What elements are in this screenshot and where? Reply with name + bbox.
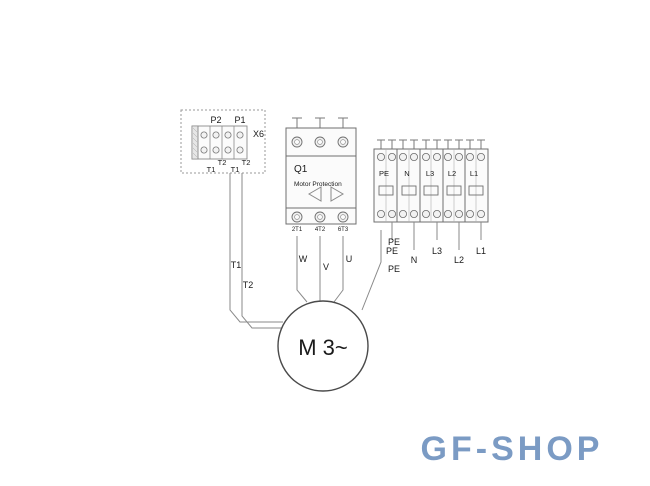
lead-label-l3: L3: [432, 246, 442, 256]
x6-screw: [212, 131, 220, 139]
x6-screw: [212, 146, 220, 154]
x6-body: [191, 125, 248, 160]
x6-bottom-t2-b: T2: [242, 158, 251, 167]
x6-screw: [236, 131, 244, 139]
motor-protection-q1: Q1 Motor Protection 2T1 4T2 6T3: [285, 117, 357, 233]
strip-block-pe: PE: [379, 169, 389, 178]
strip-top-terminals: [376, 152, 485, 161]
x6-bottom-t1-b: T1: [231, 165, 240, 174]
motor-label: M 3~: [298, 335, 348, 360]
strip-bridge: [446, 185, 462, 196]
sensor-wires: T1 T2: [229, 173, 283, 329]
q1-terminal-4t2: 4T2: [315, 227, 326, 233]
x6-rail: [191, 125, 199, 160]
q1-input-terminals: [291, 136, 349, 148]
watermark-gf-shop: GF-SHOP: [421, 430, 604, 468]
x6-label-p2: P2: [210, 115, 221, 125]
wire-u: [333, 236, 344, 303]
phase-wires: W V U: [296, 236, 353, 305]
strip-bridge: [468, 185, 484, 196]
wire-w: [296, 236, 308, 303]
x6-screw: [224, 131, 232, 139]
q1-arrow-left-icon: [308, 186, 322, 202]
x6-name: X6: [253, 129, 264, 139]
phase-label-u: U: [346, 254, 353, 264]
strip-bridge: [401, 185, 417, 196]
wire-pe-motor: [361, 230, 382, 311]
lead-label-l2: L2: [454, 255, 464, 265]
motor-symbol: M 3~: [277, 300, 369, 392]
terminal-block-x6: P2 P1 X6 T1 T2 T1 T2: [180, 109, 266, 174]
wire-t1: [229, 173, 283, 323]
strip-block-l3: L3: [426, 169, 434, 178]
strip-bridge: [378, 185, 394, 196]
earth-wire: PE: [361, 230, 400, 311]
wire-label-t1: T1: [231, 260, 242, 270]
q1-output-terminals: [291, 211, 349, 223]
wire-label-pe-lower: PE: [388, 264, 400, 274]
supply-terminal-strip: PE N L3 L2 L1: [373, 139, 489, 223]
x6-screw: [200, 146, 208, 154]
supply-leads: PE N L3 L2 L1 PE: [386, 222, 486, 265]
phase-label-v: V: [323, 262, 329, 272]
x6-screw: [200, 131, 208, 139]
strip-bridge: [423, 185, 439, 196]
lead-label-l1: L1: [476, 246, 486, 256]
q1-terminal-2t1: 2T1: [292, 227, 303, 233]
wire-t2: [241, 173, 283, 329]
strip-block-l2: L2: [448, 169, 456, 178]
x6-screw: [224, 146, 232, 154]
strip-top-markers: [377, 139, 485, 149]
q1-arrow-right-icon: [330, 186, 344, 202]
x6-enclosure: [180, 109, 266, 174]
lead-label-pe: PE: [386, 246, 398, 256]
motor-circle: [277, 300, 369, 392]
x6-bottom-t2-a: T2: [218, 158, 227, 167]
x6-screw: [236, 146, 244, 154]
q1-designation: Q1: [294, 164, 308, 175]
strip-block-n: N: [404, 169, 409, 178]
q1-description: Motor Protection: [294, 181, 342, 188]
phase-label-w: W: [299, 254, 308, 264]
q1-terminal-6t3: 6T3: [338, 227, 349, 233]
wire-label-pe-upper: PE: [388, 237, 400, 247]
x6-bottom-t1-a: T1: [207, 165, 216, 174]
strip-block-l1: L1: [470, 169, 478, 178]
strip-bottom-terminals: [376, 209, 485, 218]
q1-input-markers: [292, 117, 348, 128]
x6-label-p1: P1: [234, 115, 245, 125]
lead-label-n: N: [411, 255, 418, 265]
wire-label-t2: T2: [243, 280, 254, 290]
